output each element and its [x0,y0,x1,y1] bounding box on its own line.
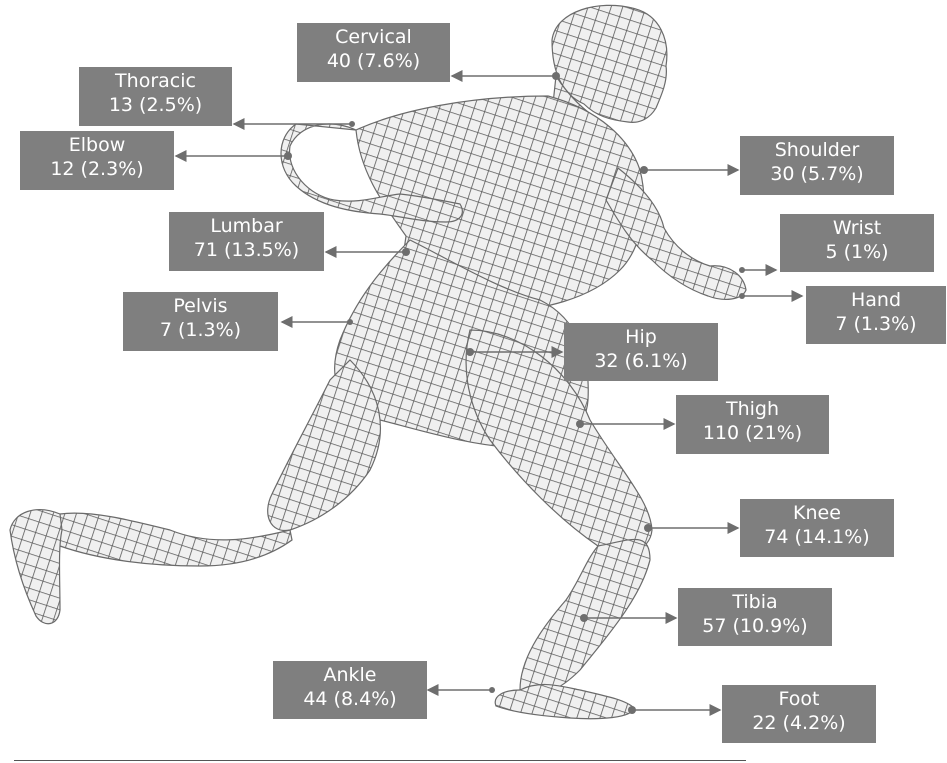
label-cervical-name: Cervical [297,25,450,49]
label-knee-stat: 74 (14.1%) [740,525,894,549]
label-thigh-stat: 110 (21%) [676,421,829,445]
label-tibia-stat: 57 (10.9%) [678,614,832,638]
label-lumbar: Lumbar 71 (13.5%) [169,212,324,271]
label-wrist-stat: 5 (1%) [780,240,934,264]
back-thigh [268,360,381,531]
label-thoracic-name: Thoracic [79,69,232,93]
label-hip: Hip 32 (6.1%) [564,323,718,381]
label-knee: Knee 74 (14.1%) [740,499,894,557]
label-ankle-name: Ankle [273,663,427,687]
label-shoulder-stat: 30 (5.7%) [740,162,894,186]
label-pelvis: Pelvis 7 (1.3%) [123,292,278,351]
label-shoulder-name: Shoulder [740,138,894,162]
label-wrist: Wrist 5 (1%) [780,214,934,272]
label-foot-name: Foot [722,687,876,711]
label-thigh: Thigh 110 (21%) [676,395,829,454]
label-wrist-name: Wrist [780,216,934,240]
label-tibia-name: Tibia [678,590,832,614]
label-cervical: Cervical 40 (7.6%) [297,23,450,82]
bottom-rule [14,760,746,761]
label-thigh-name: Thigh [676,397,829,421]
label-elbow-stat: 12 (2.3%) [20,157,174,181]
label-elbow-name: Elbow [20,133,174,157]
label-lumbar-stat: 71 (13.5%) [169,238,324,262]
label-lumbar-name: Lumbar [169,214,324,238]
label-thoracic-stat: 13 (2.5%) [79,93,232,117]
label-elbow: Elbow 12 (2.3%) [20,131,174,190]
label-hip-stat: 32 (6.1%) [564,349,718,373]
label-ankle-stat: 44 (8.4%) [273,687,427,711]
back-foot [10,510,62,624]
label-hand-stat: 7 (1.3%) [806,312,946,336]
label-hand-name: Hand [806,288,946,312]
label-cervical-stat: 40 (7.6%) [297,49,450,73]
back-lower-leg [50,513,293,566]
label-ankle: Ankle 44 (8.4%) [273,661,427,719]
label-hip-name: Hip [564,325,718,349]
label-shoulder: Shoulder 30 (5.7%) [740,136,894,195]
label-pelvis-stat: 7 (1.3%) [123,318,278,342]
front-foot [495,685,634,719]
label-tibia: Tibia 57 (10.9%) [678,588,832,646]
label-foot-stat: 22 (4.2%) [722,711,876,735]
label-hand: Hand 7 (1.3%) [806,286,946,344]
label-knee-name: Knee [740,501,894,525]
label-thoracic: Thoracic 13 (2.5%) [79,67,232,126]
right-arm [606,168,746,299]
label-foot: Foot 22 (4.2%) [722,685,876,743]
label-pelvis-name: Pelvis [123,294,278,318]
